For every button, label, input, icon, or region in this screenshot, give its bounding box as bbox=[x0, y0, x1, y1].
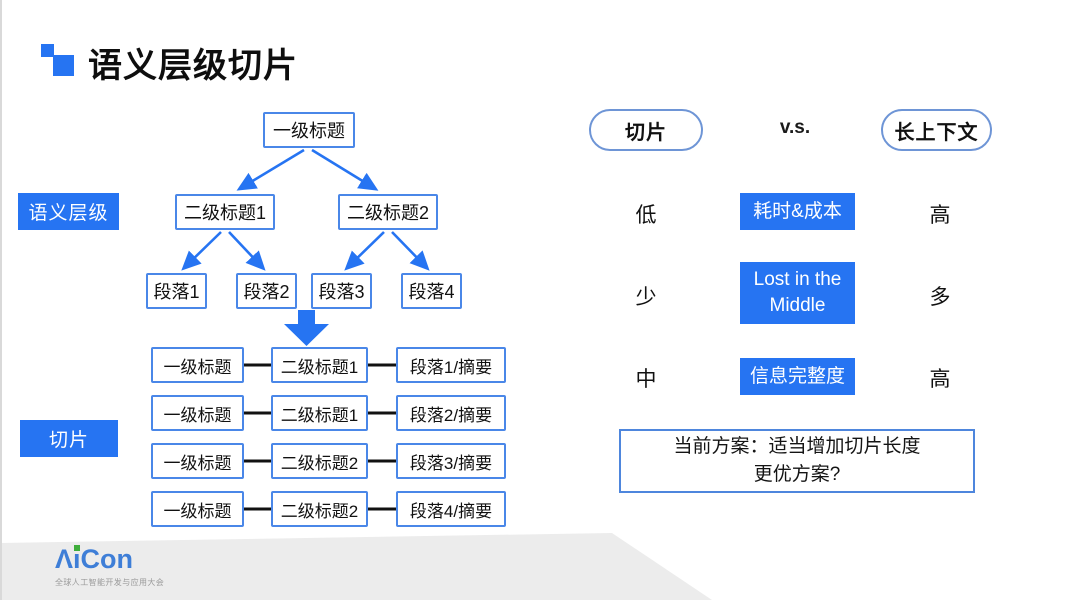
tree-paragraph-box-4: 段落4 bbox=[401, 273, 462, 309]
long-context-header-pill: 长上下文 bbox=[881, 109, 992, 151]
metric-badge: 耗时&成本 bbox=[740, 193, 855, 230]
chain-box: 一级标题 bbox=[151, 347, 244, 383]
metric-badge: Lost in the Middle bbox=[740, 262, 855, 324]
logo-letter-a: Λ bbox=[55, 544, 74, 574]
tree-level2-box-1: 二级标题1 bbox=[175, 194, 275, 230]
comparison-left-value: 低 bbox=[635, 204, 657, 227]
comparison-right-value: 高 bbox=[929, 368, 951, 391]
logo-subtext: 全球人工智能开发与应用大会 bbox=[55, 578, 165, 587]
chain-box: 一级标题 bbox=[151, 395, 244, 431]
chain-box: 二级标题2 bbox=[271, 443, 368, 479]
tree-level2-box-2: 二级标题2 bbox=[338, 194, 438, 230]
tree-paragraph-box-3: 段落3 bbox=[311, 273, 372, 309]
note-box: 当前方案：适当增加切片长度 更优方案? bbox=[619, 429, 975, 493]
chain-box: 段落4/摘要 bbox=[396, 491, 506, 527]
chain-box: 二级标题1 bbox=[271, 395, 368, 431]
chain-box: 段落3/摘要 bbox=[396, 443, 506, 479]
comparison-left-value: 中 bbox=[635, 368, 657, 391]
comparison-right-value: 多 bbox=[929, 286, 951, 309]
chain-box: 一级标题 bbox=[151, 491, 244, 527]
logo-letter-i: ı bbox=[73, 544, 81, 574]
logo-i-green-dot bbox=[74, 545, 81, 551]
vs-text: v.s. bbox=[779, 117, 811, 138]
chain-box: 段落1/摘要 bbox=[396, 347, 506, 383]
comparison-left-value: 少 bbox=[635, 286, 657, 309]
tree-paragraph-box-1: 段落1 bbox=[146, 273, 207, 309]
title-icon-square-large bbox=[53, 55, 74, 76]
slide-left-edge bbox=[0, 0, 2, 600]
tree-paragraph-box-2: 段落2 bbox=[236, 273, 297, 309]
page-title: 语义层级切片 bbox=[88, 47, 298, 85]
chain-box: 二级标题2 bbox=[271, 491, 368, 527]
title-icon-square-small bbox=[41, 44, 54, 57]
chain-box: 一级标题 bbox=[151, 443, 244, 479]
metric-badge: 信息完整度 bbox=[740, 358, 855, 395]
tree-root-box: 一级标题 bbox=[263, 112, 355, 148]
slice-header-pill: 切片 bbox=[589, 109, 703, 151]
note-line-1: 当前方案：适当增加切片长度 bbox=[673, 436, 921, 458]
chain-box: 段落2/摘要 bbox=[396, 395, 506, 431]
logo-letters-con: Con bbox=[80, 544, 134, 574]
comparison-right-value: 高 bbox=[929, 204, 951, 227]
big-down-arrow bbox=[284, 310, 329, 346]
semantic-level-label: 语义层级 bbox=[18, 193, 119, 230]
slice-section-label: 切片 bbox=[20, 420, 118, 457]
note-line-2: 更优方案? bbox=[753, 464, 841, 485]
chain-box: 二级标题1 bbox=[271, 347, 368, 383]
